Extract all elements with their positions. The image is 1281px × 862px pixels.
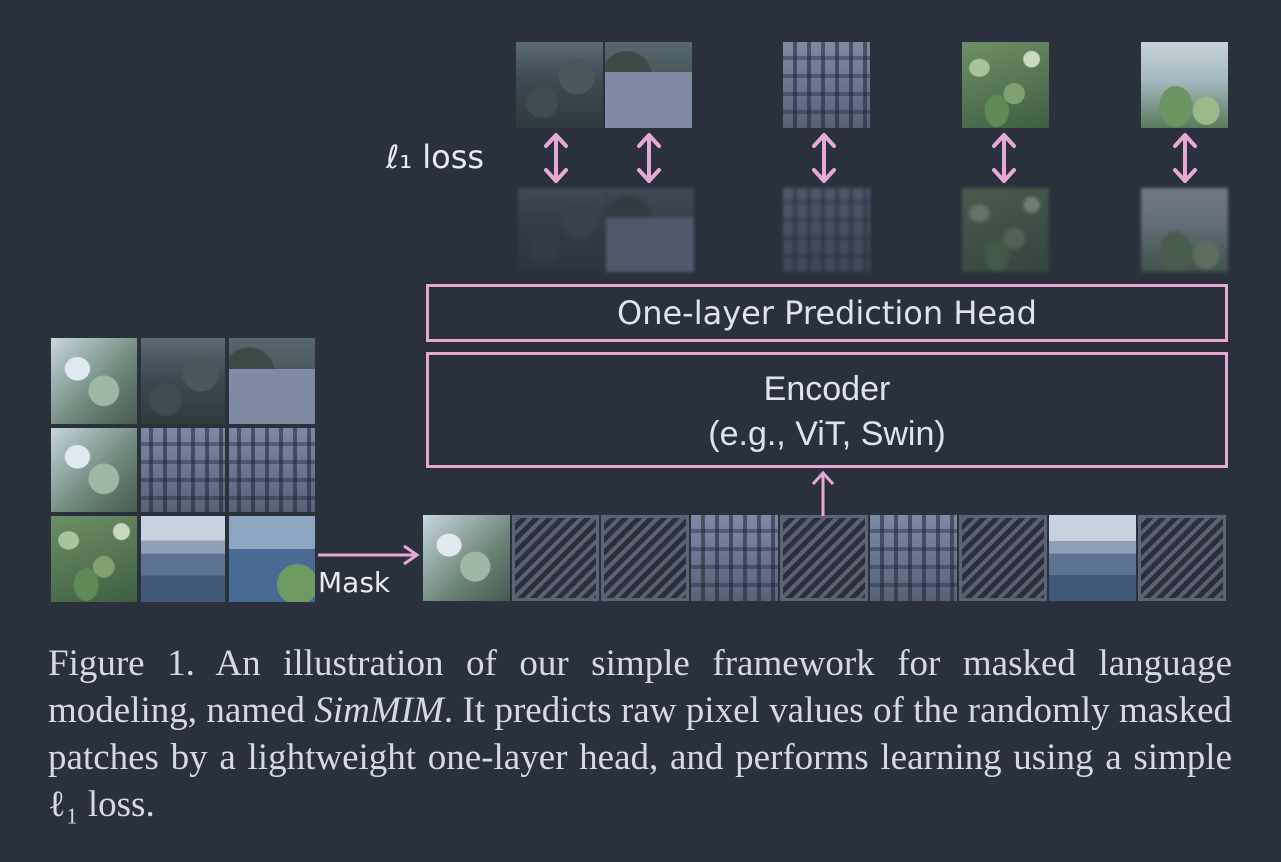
loss-arrows bbox=[544, 133, 1197, 183]
predicted-patch bbox=[518, 188, 606, 272]
target-patch bbox=[1141, 42, 1228, 128]
encoder-label: Encoder (e.g., ViT, Swin) bbox=[708, 370, 946, 453]
loss-label: ℓ₁ loss bbox=[386, 138, 485, 176]
double-arrow-icon bbox=[992, 133, 1016, 183]
visible-patch bbox=[1049, 515, 1136, 601]
target-patch bbox=[962, 42, 1049, 128]
prediction-head-box: One-layer Prediction Head bbox=[426, 284, 1228, 342]
masked-patch bbox=[601, 515, 689, 601]
visible-patch bbox=[870, 515, 957, 601]
predicted-patch bbox=[783, 188, 870, 272]
double-arrow-icon bbox=[637, 133, 661, 183]
predicted-patch bbox=[606, 188, 694, 272]
method-name: SimMIM bbox=[314, 690, 444, 731]
masked-patch bbox=[512, 515, 599, 601]
predicted-patch bbox=[1141, 188, 1228, 272]
up-arrow bbox=[811, 470, 835, 516]
encoder-box: Encoder (e.g., ViT, Swin) bbox=[426, 352, 1228, 468]
target-patch bbox=[605, 42, 692, 128]
masked-patch bbox=[959, 515, 1047, 601]
prediction-head-label: One-layer Prediction Head bbox=[617, 294, 1037, 332]
double-arrow-icon bbox=[812, 133, 836, 183]
masked-patch bbox=[1138, 515, 1226, 601]
predicted-patch bbox=[962, 188, 1049, 272]
visible-patch bbox=[691, 515, 778, 601]
input-image bbox=[51, 338, 315, 602]
mask-arrow bbox=[318, 544, 420, 566]
target-patch bbox=[783, 42, 870, 128]
mask-label: Mask bbox=[318, 566, 391, 599]
masked-patch bbox=[780, 515, 868, 601]
visible-patch bbox=[423, 515, 510, 601]
figure-caption: Figure 1. An illustration of our simple … bbox=[48, 643, 1233, 825]
double-arrow-icon bbox=[1173, 133, 1197, 183]
target-patch bbox=[516, 42, 603, 128]
double-arrow-icon bbox=[544, 133, 568, 183]
